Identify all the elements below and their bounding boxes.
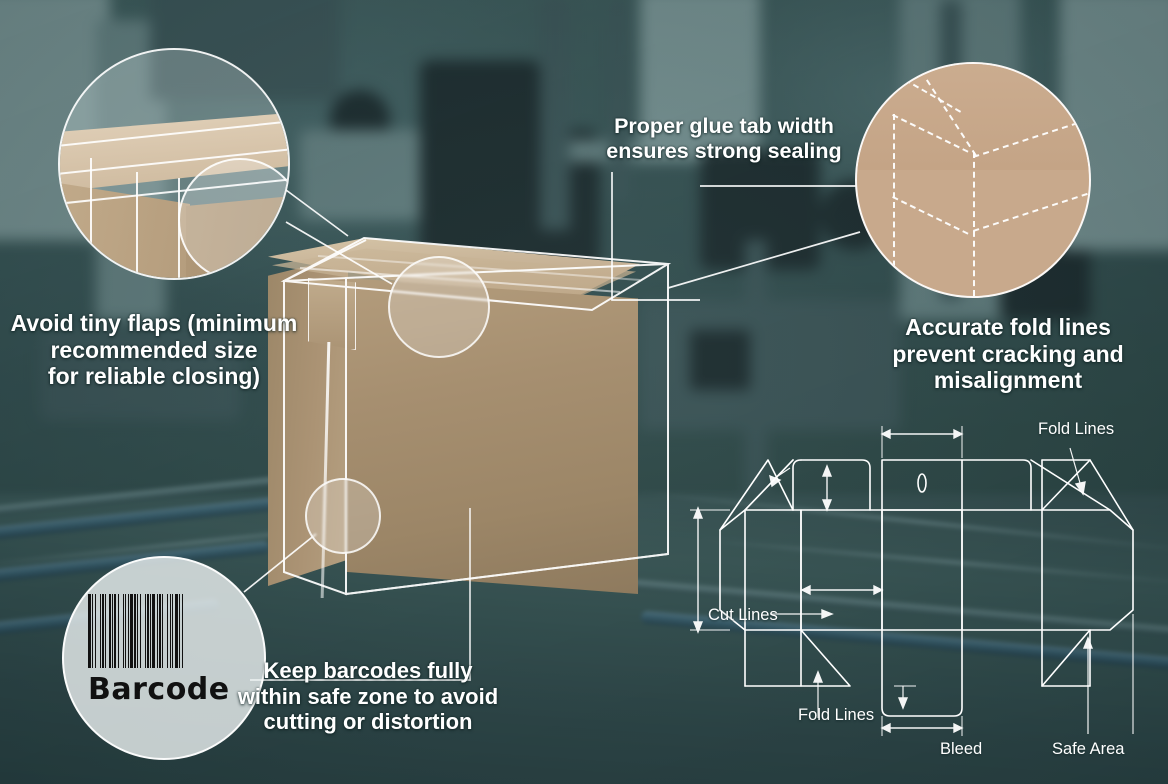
callout-line: ensures strong sealing — [606, 138, 842, 163]
magnifier-barcode: Barcode — [62, 556, 266, 760]
magnifier-flap-detail — [58, 48, 290, 280]
dieline-label-fold-lines-bottom: Fold Lines — [798, 706, 875, 724]
dieline-drawing — [690, 426, 1134, 736]
callout-glue-tab-width: Proper glue tab width ensures strong sea… — [596, 114, 852, 164]
box-front-face — [346, 278, 638, 594]
callout-line: recommended size — [50, 336, 258, 363]
dieline-label-safe-area: Safe Area — [1052, 740, 1125, 758]
highlight-circle-box-top — [388, 256, 490, 358]
box-small-flap — [308, 278, 356, 350]
barcode-label: Barcode — [88, 672, 230, 707]
callout-line: cutting or distortion — [263, 709, 473, 735]
dieline-label-cut-lines: Cut Lines — [708, 606, 778, 624]
callout-line: misalignment — [933, 367, 1083, 394]
callout-line: Keep barcodes fully — [263, 658, 473, 683]
callout-line: for reliable closing) — [47, 363, 261, 390]
magnifier-inner-ring — [178, 158, 288, 278]
callout-line: within safe zone to avoid — [237, 683, 499, 709]
callout-barcode-safe-zone: Keep barcodes fully within safe zone to … — [232, 658, 504, 735]
highlight-circle-box-bottom — [305, 478, 381, 554]
callout-avoid-tiny-flaps: Avoid tiny flaps (minimum recommended si… — [4, 310, 304, 390]
dieline-diagram: Fold Lines Cut Lines Fold Lines Bleed Sa… — [690, 418, 1168, 784]
dieline-label-fold-lines-top: Fold Lines — [1038, 420, 1115, 438]
callout-line: Proper glue tab width — [614, 114, 834, 138]
callout-line: Avoid tiny flaps (minimum — [10, 310, 298, 336]
magnifier-fold-lines — [855, 62, 1091, 298]
callout-line: Accurate fold lines — [905, 314, 1111, 340]
callout-line: prevent cracking and — [892, 340, 1124, 367]
barcode-icon — [88, 594, 240, 668]
callout-accurate-fold-lines: Accurate fold lines prevent cracking and… — [856, 314, 1160, 394]
dieline-label-bleed: Bleed — [940, 740, 983, 758]
